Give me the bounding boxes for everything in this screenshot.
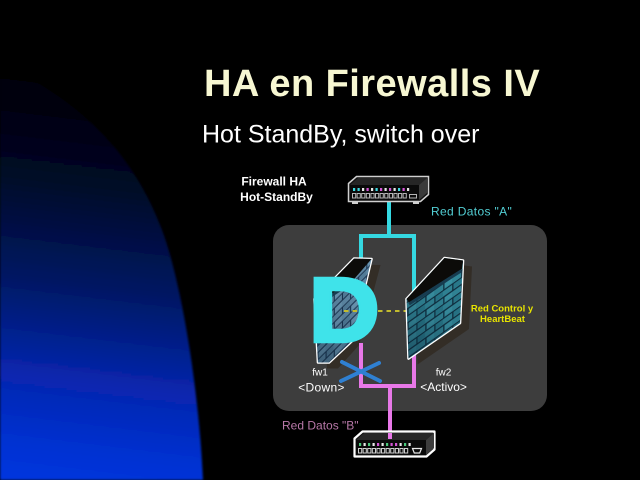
svg-text:Red Control y: Red Control y [471, 304, 534, 315]
svg-text:Hot-StandBy: Hot-StandBy [240, 190, 313, 204]
svg-text:<Activo>: <Activo> [420, 380, 467, 394]
svg-text:<Down>: <Down> [298, 380, 345, 394]
svg-text:Hot StandBy, switch over: Hot StandBy, switch over [202, 120, 479, 148]
svg-text:Red Datos "A": Red Datos "A" [431, 205, 512, 219]
svg-text:fw1: fw1 [312, 368, 328, 379]
svg-text:HeartBeat: HeartBeat [480, 314, 526, 325]
svg-text:Red Datos "B": Red Datos "B" [282, 419, 359, 433]
svg-text:D: D [310, 260, 380, 360]
svg-text:Firewall HA: Firewall HA [241, 175, 307, 189]
svg-text:fw2: fw2 [436, 368, 452, 379]
svg-text:HA en Firewalls IV: HA en Firewalls IV [204, 63, 540, 105]
